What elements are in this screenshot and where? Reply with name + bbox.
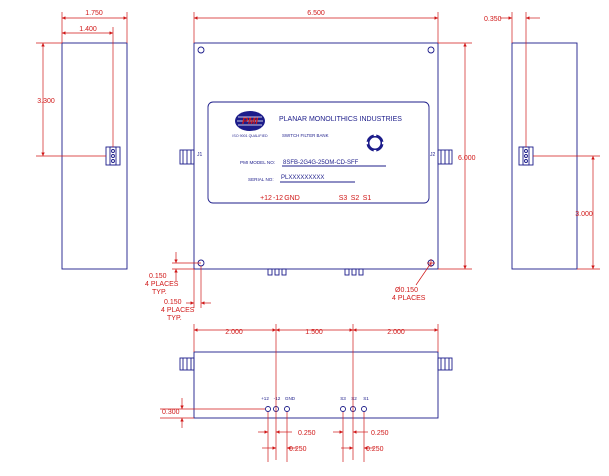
dim-left-width-total: 1.750 bbox=[85, 10, 103, 17]
dim-hole-diameter-note: 4 PLACES bbox=[392, 295, 426, 302]
label-pin-name: S2 bbox=[351, 195, 360, 202]
dim-front-width: 6.500 bbox=[307, 10, 325, 17]
dim-hole-offset-y-note2: TYP. bbox=[167, 315, 182, 322]
bottom-pin-label: -12 bbox=[274, 396, 281, 401]
dim-bottom-pin-height: 0.300 bbox=[162, 409, 180, 416]
serial-number-value: PLXXXXXXXXX bbox=[281, 175, 324, 181]
bottom-pin-label: S2 bbox=[351, 396, 357, 401]
mounting-hole bbox=[427, 46, 435, 54]
dim-pin-pitch: 0.250 bbox=[289, 446, 307, 453]
bottom-pin-label: +12 bbox=[261, 396, 269, 401]
dim-bottom-left: 2.000 bbox=[225, 329, 243, 336]
bottom-view: +12 -12 GND S3 S2 S1 2.000 1.500 2.000 0… bbox=[160, 324, 453, 462]
label-pin-name: GND bbox=[284, 195, 300, 202]
product-label: PMI ISO 9001 QUALIFIED PLANAR MONOLITHIC… bbox=[207, 101, 430, 204]
pmi-logo: PMI ISO 9001 QUALIFIED bbox=[232, 111, 268, 138]
label-pin-name: -12 bbox=[273, 195, 283, 202]
dim-pin-pitch: 0.250 bbox=[371, 430, 389, 437]
dim-hole-offset-y-note: 4 PLACES bbox=[161, 307, 195, 314]
front-view-pins bbox=[267, 268, 364, 276]
port-j1-label: J1 bbox=[197, 152, 203, 158]
front-view: J1 J2 PMI ISO 9001 QUALIFIED PLANAR MONO… bbox=[145, 10, 476, 322]
dim-hole-offset-x-note: 4 PLACES bbox=[145, 281, 179, 288]
right-side-view: 0.350 3.000 bbox=[484, 12, 600, 270]
label-pin-name: +12 bbox=[260, 195, 272, 202]
logo-text: PMI bbox=[242, 116, 259, 126]
dim-hole-diameter: Ø0.150 bbox=[395, 287, 418, 294]
bottom-view-pins bbox=[265, 406, 367, 412]
dim-right-height-lower: 3.000 bbox=[575, 211, 593, 218]
dim-pin-pitch: 0.250 bbox=[298, 430, 316, 437]
dim-hole-offset-x: 0.150 bbox=[149, 273, 167, 280]
left-side-view: 1.750 1.400 3.300 bbox=[36, 10, 128, 270]
bottom-pin-label: S3 bbox=[340, 396, 346, 401]
bottom-view-outline bbox=[193, 351, 439, 419]
port-j2-label: J2 bbox=[430, 152, 436, 158]
dim-front-height: 6.000 bbox=[458, 155, 476, 162]
logo-subtitle: ISO 9001 QUALIFIED bbox=[232, 134, 268, 138]
dim-pin-pitch: 0.250 bbox=[366, 446, 384, 453]
mounting-hole bbox=[197, 46, 205, 54]
model-number-value: 8SFB-2G4G-25OM-CD-SFF bbox=[283, 160, 359, 166]
dim-left-height-center: 3.300 bbox=[37, 98, 55, 105]
company-name: PLANAR MONOLITHICS INDUSTRIES bbox=[279, 116, 402, 123]
dim-bottom-middle: 1.500 bbox=[305, 329, 323, 336]
dim-left-width-center: 1.400 bbox=[79, 26, 97, 33]
model-number-label: PMI MODEL NO: bbox=[240, 160, 275, 165]
dim-hole-offset-x-note2: TYP. bbox=[152, 289, 167, 296]
label-pin-name: S3 bbox=[339, 195, 348, 202]
product-type: SWITCH FILTER BANK bbox=[282, 133, 329, 138]
company-emblem bbox=[363, 131, 387, 155]
bottom-pin-label: GND bbox=[285, 396, 296, 401]
dim-bottom-right: 2.000 bbox=[387, 329, 405, 336]
serial-number-label: SERIAL NO: bbox=[248, 177, 274, 182]
dim-hole-offset-y: 0.150 bbox=[164, 299, 182, 306]
label-pin-name: S1 bbox=[363, 195, 372, 202]
front-view-outline bbox=[193, 42, 439, 270]
bottom-pin-label: S1 bbox=[363, 396, 369, 401]
dim-right-offset: 0.350 bbox=[484, 16, 502, 23]
